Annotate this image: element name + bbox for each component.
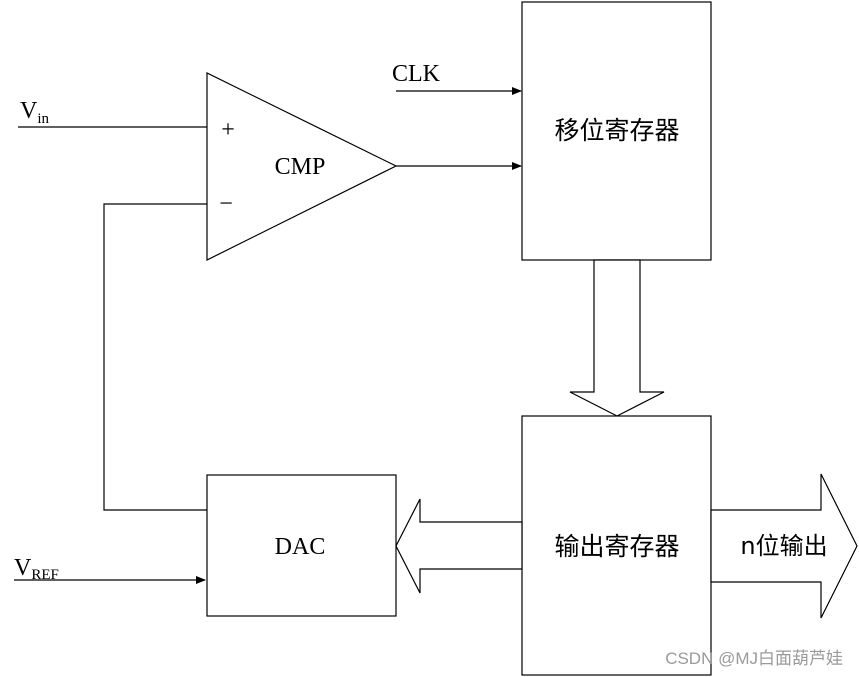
- comparator: [206, 72, 398, 261]
- minus-sign: −: [219, 191, 233, 217]
- bus-arrow-shift-to-output: [569, 259, 665, 417]
- vin-label: Vin: [20, 98, 50, 127]
- bus-arrow-output-to-dac: [395, 498, 523, 594]
- n-bit-output-label: n位输出: [740, 532, 827, 560]
- dac-block: [206, 474, 397, 617]
- shift-register-label: 移位寄存器: [554, 116, 679, 145]
- clk-label: CLK: [392, 61, 441, 87]
- n-bit-output-arrow: [710, 473, 858, 619]
- plus-sign: +: [221, 117, 235, 143]
- csdn-watermark: CSDN @MJ白面葫芦娃: [665, 649, 843, 668]
- shift-register-block: [521, 1, 712, 261]
- comparator-label: CMP: [275, 154, 326, 180]
- vref-label: VREF: [14, 555, 59, 583]
- output-register-label: 输出寄存器: [554, 532, 679, 561]
- feedback-wire: [103, 203, 207, 511]
- dac-label: DAC: [275, 534, 326, 560]
